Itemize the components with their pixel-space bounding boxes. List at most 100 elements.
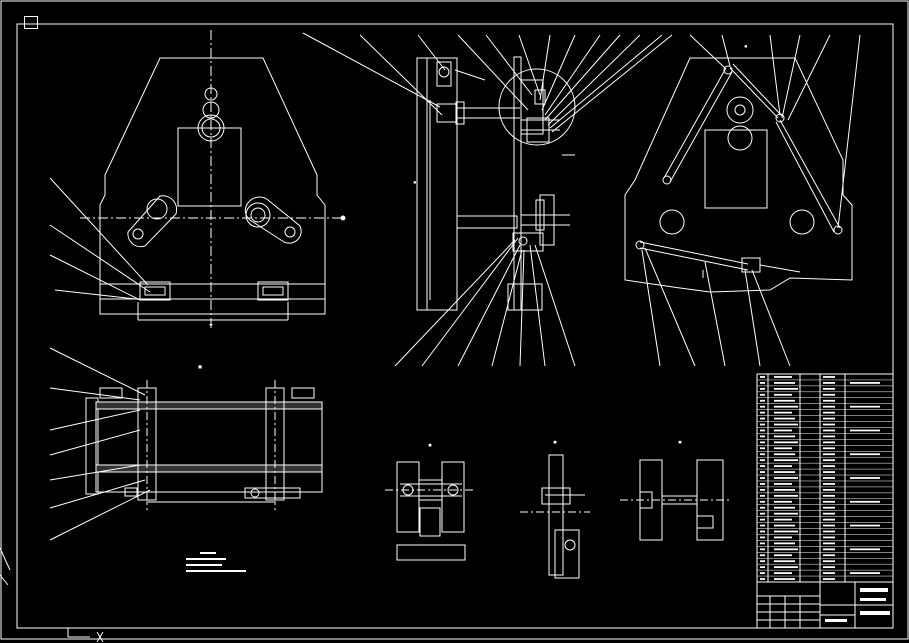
parts-list-cell-qty <box>823 477 835 479</box>
parts-list-cell-name <box>774 435 795 438</box>
parts-list-cell-qty <box>823 500 835 503</box>
north-arrow-icon <box>0 547 11 586</box>
parts-list-cell-qty <box>823 387 835 390</box>
parts-list-cell-name <box>774 376 792 378</box>
parts-list-cell-no <box>760 566 765 569</box>
parts-list-cell-name <box>774 524 795 527</box>
parts-list-cell-no <box>760 506 765 509</box>
parts-list-cell-no <box>760 447 765 450</box>
parts-list-cell-name <box>774 560 795 563</box>
parts-list-cell-name <box>774 494 798 497</box>
title-block <box>756 581 894 629</box>
parts-list-cell-qty <box>823 488 835 491</box>
parts-list-cell-name <box>774 382 795 384</box>
parts-list-cell-note <box>850 548 880 551</box>
technical-notes <box>186 552 246 572</box>
parts-list-cell-note <box>850 429 880 432</box>
parts-list-cell-name <box>774 536 792 539</box>
parts-list-cell-qty <box>823 447 835 450</box>
parts-list-cell-no <box>760 423 765 426</box>
parts-list-cell-no <box>760 512 765 515</box>
detail-view-c: ▪ <box>620 438 730 541</box>
parts-list-cell-qty <box>823 376 835 378</box>
parts-list-cell-no <box>760 542 765 545</box>
parts-list-cell-qty <box>823 423 835 426</box>
parts-list-cell-no <box>760 405 765 408</box>
parts-list-cell-qty <box>823 459 835 462</box>
parts-list-cell-qty <box>823 542 835 545</box>
parts-list-cell-name <box>774 393 792 396</box>
parts-list-cell-qty <box>823 382 835 384</box>
parts-list-cell-qty <box>823 566 835 569</box>
parts-list-cell-no <box>760 435 765 438</box>
parts-list-cell-note <box>850 500 880 503</box>
side-section-view: ▪ <box>302 32 673 367</box>
parts-list-cell-no <box>760 483 765 485</box>
parts-list-cell-name <box>774 477 798 479</box>
parts-list-cell-name <box>774 566 798 569</box>
parts-list-cell-name <box>774 572 792 574</box>
parts-list-cell-qty <box>823 554 835 557</box>
parts-list-cell-qty <box>823 411 835 414</box>
parts-list-cell-note <box>850 405 880 408</box>
parts-list-cell-qty <box>823 518 835 521</box>
parts-list-cell-name <box>774 530 798 533</box>
parts-list-cell-name <box>774 548 798 551</box>
parts-list-cell-no <box>760 530 765 533</box>
parts-list-cell-no <box>760 417 765 420</box>
parts-list-cell-no <box>760 572 765 574</box>
parts-list-cell-qty <box>823 399 835 402</box>
parts-list-cell-name <box>774 429 792 432</box>
parts-list-cell-no <box>760 578 765 580</box>
parts-list-cell-name <box>774 399 795 402</box>
right-linkage-view: ▪ <box>624 34 861 367</box>
parts-list-cell-name <box>774 447 792 450</box>
parts-list-cell-no <box>760 453 765 456</box>
parts-list-cell-name <box>774 417 795 420</box>
parts-list-cell-name <box>774 483 792 485</box>
svg-text:▪: ▪ <box>678 438 682 446</box>
parts-list-cell-no <box>760 465 765 468</box>
parts-list-cell-qty <box>823 393 835 396</box>
plan-section-view: ▪ <box>49 347 323 541</box>
parts-list-cell-no <box>760 387 765 390</box>
parts-list-cell-no <box>760 393 765 396</box>
parts-list-cell-name <box>774 506 795 509</box>
parts-list-cell-qty <box>823 578 835 580</box>
parts-list-cell-no <box>760 554 765 557</box>
parts-list-cell-qty <box>823 494 835 497</box>
parts-list-cell-no <box>760 471 765 473</box>
parts-list-cell-name <box>774 453 795 456</box>
parts-list-cell-no <box>760 441 765 444</box>
parts-list-table <box>756 373 894 583</box>
parts-list-cell-no <box>760 500 765 503</box>
parts-list-cell-note <box>850 524 880 527</box>
svg-text:▪: ▪ <box>744 43 748 50</box>
parts-list-cell-name <box>774 578 795 580</box>
parts-list-cell-name <box>774 423 798 426</box>
parts-list-cell-no <box>760 459 765 462</box>
parts-list-cell-no <box>760 477 765 479</box>
parts-list-cell-note <box>850 382 880 384</box>
parts-list-cell-no <box>760 488 765 491</box>
parts-list-cell-qty <box>823 506 835 509</box>
parts-list-cell-note <box>850 453 880 456</box>
parts-list-cell-note <box>850 477 880 479</box>
detail-view-b: ▪ <box>520 438 590 579</box>
svg-text:▪: ▪ <box>198 362 203 371</box>
parts-list-cell-qty <box>823 441 835 444</box>
parts-list-cell-no <box>760 548 765 551</box>
parts-list-cell-qty <box>823 512 835 515</box>
parts-list-cell-qty <box>823 536 835 539</box>
parts-list-cell-qty <box>823 417 835 420</box>
inner-drawing-frame <box>16 23 894 629</box>
parts-list-cell-no <box>760 376 765 378</box>
parts-list-cell-no <box>760 494 765 497</box>
parts-list-cell-no <box>760 536 765 539</box>
parts-list-cell-note <box>850 572 880 574</box>
detail-view-a: ▪ <box>385 441 475 561</box>
parts-list-cell-name <box>774 542 795 545</box>
parts-list-cell-qty <box>823 453 835 456</box>
